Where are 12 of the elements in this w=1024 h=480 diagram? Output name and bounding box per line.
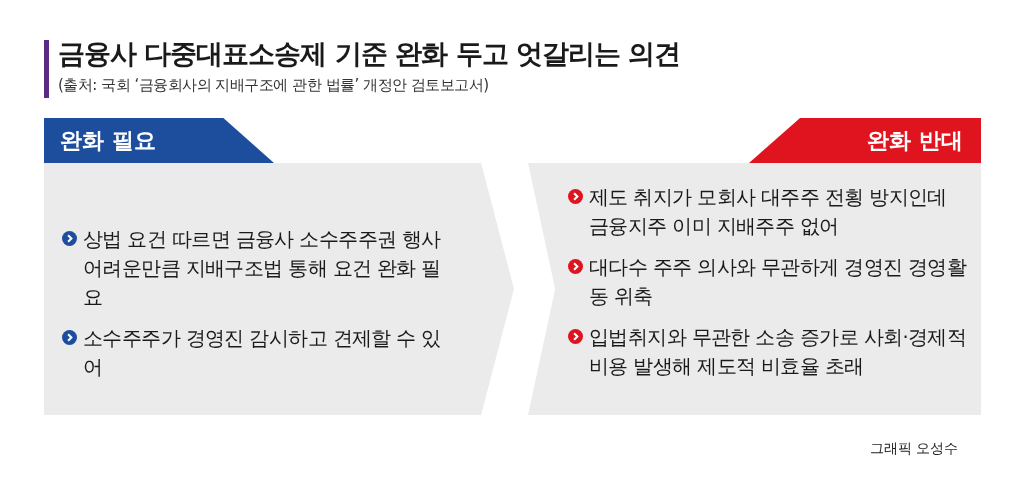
source-caption: (출처: 국회 ‘금융회사의 지배구조에 관한 법률’ 개정안 검토보고서) [58,76,489,95]
argument-panel [44,118,514,415]
heading-tab: 완화 반대 [749,118,981,163]
bullet-text: 상법 요건 따르면 금융사 소수주주권 행사 어려운만큼 지배구조법 통해 요건 완화 필요 [83,227,442,311]
credit-text: 그래픽 오성수 [869,440,958,458]
bullet-text: 입법취지와 무관한 소송 증가로 사회·경제적 비용 발생해 제도적 비효율 초래 [589,325,968,380]
title: 금융사 다중대표소송제 기준 완화 두고 엇갈리는 의견 [58,37,681,71]
heading-tab: 완화 필요 [44,118,274,163]
bullet-text: 제도 취지가 모회사 대주주 전횡 방지인데 금융지주 이미 지배주주 없어 [589,185,948,240]
bullet-text: 대다수 주주 의사와 무관하게 경영진 경영활동 위축 [589,255,968,310]
bullet-text: 소수주주가 경영진 감시하고 견제할 수 있어 [83,326,442,381]
argument-panel [528,118,981,415]
